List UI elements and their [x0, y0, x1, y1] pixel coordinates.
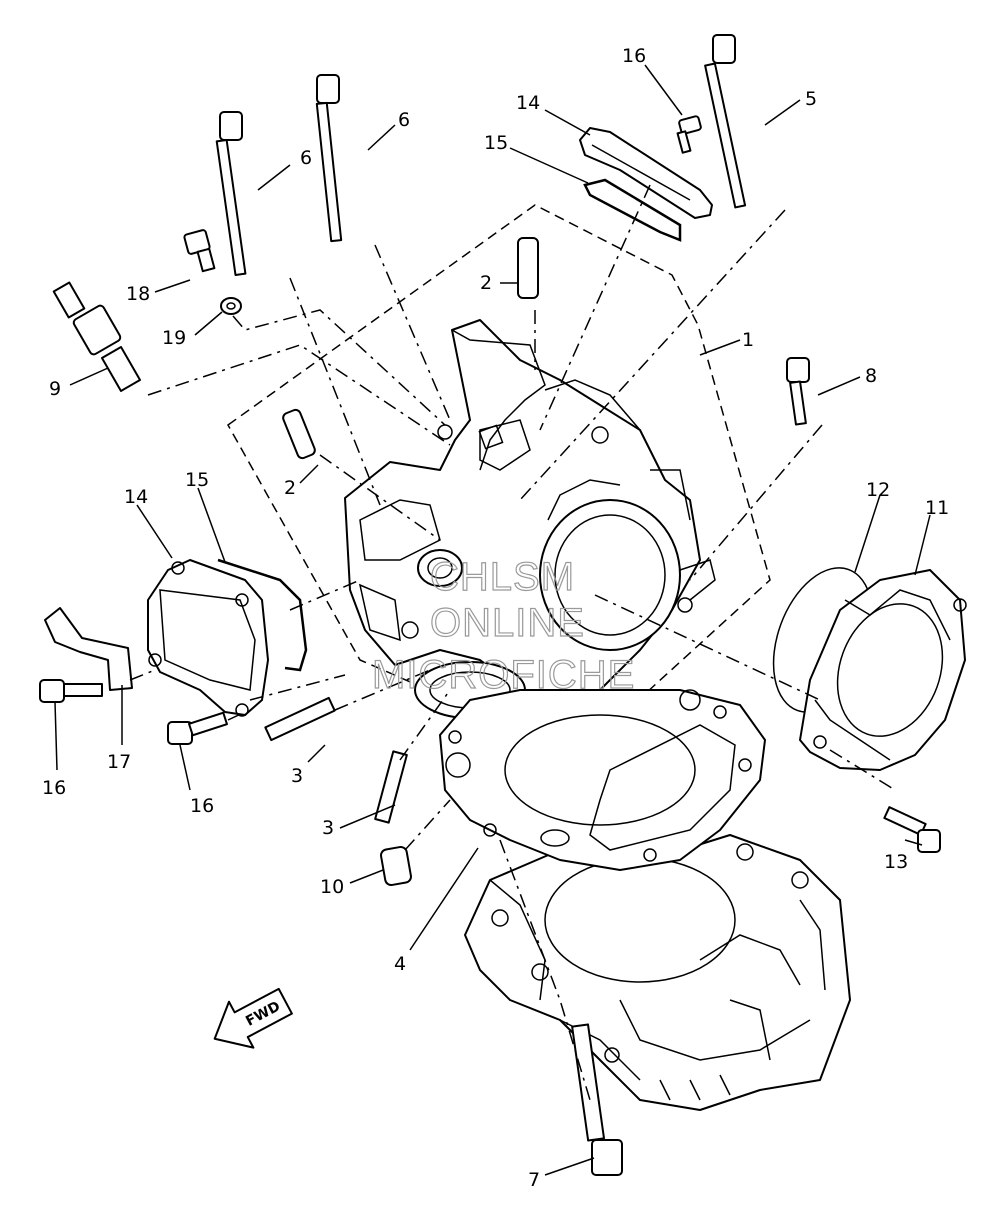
dowel-pin-2-top: [517, 237, 539, 299]
assembly-centerline: [519, 209, 786, 501]
cylinder-head-bolt-5: [704, 34, 747, 209]
stud-3-upper: [264, 696, 336, 742]
callout-17: 17: [107, 751, 131, 773]
callout-2: 2: [284, 477, 296, 499]
callout-8: 8: [865, 365, 877, 387]
watermark-line-3: MICROFICHE: [372, 653, 635, 697]
stud-3-lower: [374, 750, 408, 824]
bolt-16-mid: [167, 711, 228, 745]
callout-18: 18: [126, 283, 150, 305]
bolt-16-top: [676, 115, 702, 154]
o-ring-left: [217, 558, 308, 672]
callout-19: 19: [162, 327, 186, 349]
valve-cover-left: [147, 559, 269, 717]
forward-direction-arrow: FWD: [213, 987, 293, 1049]
assembly-centerline: [374, 244, 451, 421]
assembly-centerline: [539, 184, 651, 431]
cylinder-head-bolt-6b: [315, 74, 343, 243]
bolt-13: [883, 806, 941, 853]
assembly-centerline: [689, 424, 823, 581]
callout-6: 6: [300, 147, 312, 169]
callout-16: 16: [190, 795, 214, 817]
callout-16: 16: [622, 45, 646, 67]
callout-12: 12: [866, 479, 890, 501]
callout-16: 16: [42, 777, 66, 799]
bolt-18: [183, 229, 216, 273]
callout-1: 1: [742, 329, 754, 351]
assembly-centerline: [289, 579, 361, 611]
callout-15: 15: [185, 469, 209, 491]
bracket-17: [44, 607, 133, 691]
cylinder-head-bolt-6a: [215, 111, 247, 277]
callout-2: 2: [480, 272, 492, 294]
watermark-line-2: ONLINE: [430, 601, 585, 645]
assembly-centerline: [334, 669, 431, 711]
assembly-centerline: [289, 277, 381, 506]
watermark-line-1: CHLSM: [430, 555, 575, 599]
callout-13: 13: [884, 851, 908, 873]
dowel-10: [380, 845, 412, 887]
assembly-centerline: [129, 669, 156, 681]
bolt-8: [786, 357, 810, 426]
callout-6: 6: [398, 109, 410, 131]
assembly-centerline: [594, 594, 821, 701]
assembly-centerline: [227, 711, 246, 721]
assembly-centerline: [829, 749, 896, 791]
callout-11: 11: [925, 497, 949, 519]
callout-5: 5: [805, 88, 817, 110]
callout-10: 10: [320, 876, 344, 898]
bolt-16-left: [39, 679, 103, 703]
callout-3: 3: [322, 817, 334, 839]
callout-14: 14: [516, 92, 540, 114]
bolt-7: [571, 1023, 623, 1176]
assembly-centerline: [399, 689, 451, 761]
assembly-centerline: [404, 799, 451, 851]
assembly-centerline: [249, 674, 346, 701]
assembly-centerline: [232, 309, 446, 426]
callout-14: 14: [124, 486, 148, 508]
cylinder-head-assembly-outline: [227, 204, 771, 756]
callout-7: 7: [528, 1169, 540, 1191]
assembly-centerline: [319, 454, 441, 541]
valve-cover-top: [579, 127, 713, 219]
watermark: CHLSM ONLINE MICROFICHE: [371, 554, 635, 697]
intake-joint: [772, 567, 967, 771]
callout-4: 4: [394, 953, 406, 975]
leader-lines: [54, 64, 931, 1176]
assembly-centerline: [499, 839, 591, 1101]
washer-19: [220, 297, 242, 315]
callout-3: 3: [291, 765, 303, 787]
cylinder-head-gasket: [439, 689, 766, 871]
dowel-pin-2-left: [282, 408, 316, 460]
cylinder-block: [464, 834, 851, 1111]
spark-plug-9: [52, 281, 142, 392]
callout-15: 15: [484, 132, 508, 154]
callout-9: 9: [49, 378, 61, 400]
o-ring-top: [583, 178, 682, 242]
